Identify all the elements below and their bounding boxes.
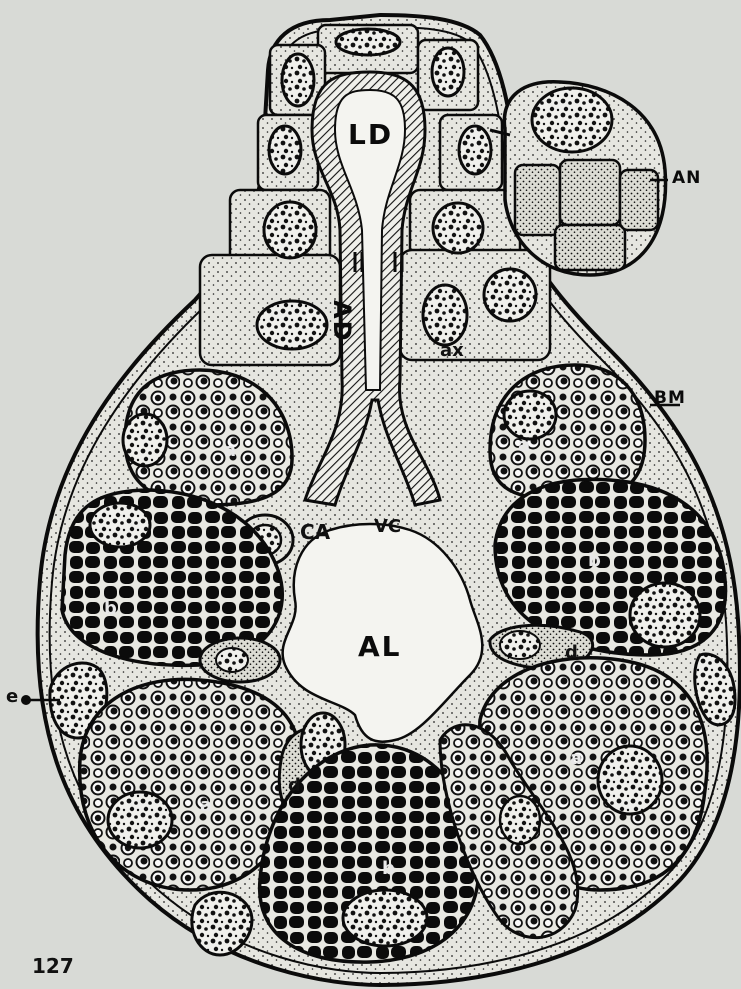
pointer-dot-e — [21, 695, 31, 705]
label-AN: AN — [672, 168, 701, 188]
label-LD: LD — [348, 118, 393, 151]
label-b-left: b — [104, 598, 117, 619]
label-BM: BM — [654, 388, 686, 408]
figure-number: 127 — [32, 954, 74, 978]
label-b-bottom: b — [382, 858, 395, 879]
label-CA: CA — [300, 520, 330, 544]
label-d-lower: d — [288, 775, 301, 796]
label-a-lower-left: a — [200, 795, 212, 816]
label-AD: AD — [328, 300, 356, 343]
label-d-right: d — [565, 642, 578, 663]
label-b-right: b — [588, 550, 601, 571]
label-AL: AL — [358, 630, 402, 663]
label-a-upper-left: a — [224, 440, 236, 461]
label-VC: VC — [374, 516, 401, 537]
label-e: e — [6, 686, 18, 707]
label-a-upper-right: a — [518, 435, 530, 456]
label-a-lower-right: a — [570, 748, 582, 769]
label-ax: ax — [440, 340, 464, 361]
